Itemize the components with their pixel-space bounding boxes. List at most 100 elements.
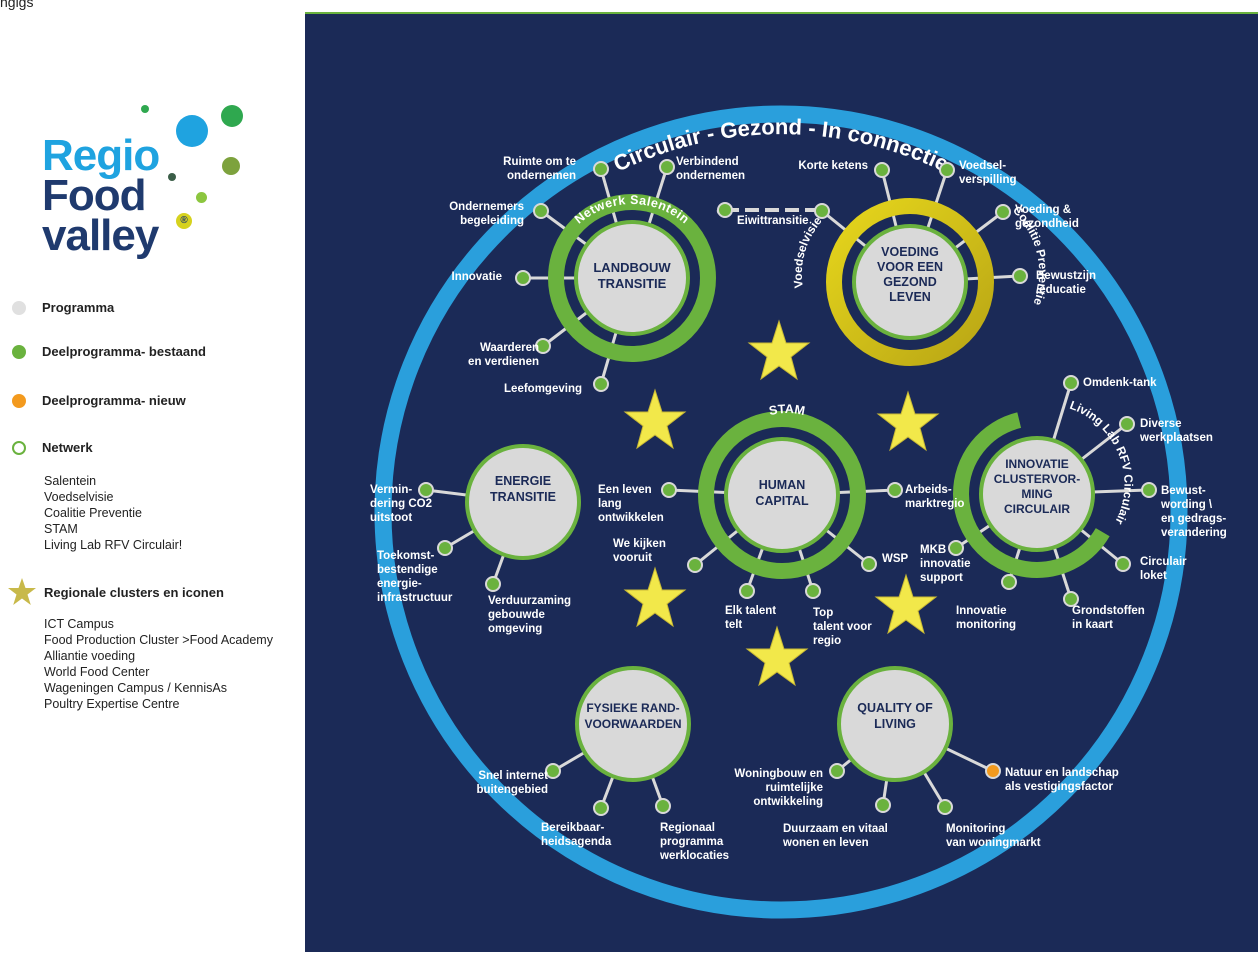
cluster-item: Wageningen Campus / KennisAs bbox=[44, 681, 227, 695]
node-dot bbox=[535, 338, 551, 354]
node-dot bbox=[814, 203, 830, 219]
deelprogramma-label-bewustwording: Bewust-wording \en gedrags-verandering bbox=[1160, 485, 1227, 539]
network-ring-living-lab bbox=[953, 410, 1121, 578]
programme-diagram: Circulair - Gezond - In connectie bbox=[305, 12, 1258, 952]
star-icon bbox=[8, 578, 36, 605]
legend-item-programma: Programma bbox=[12, 300, 114, 315]
programme-circle bbox=[575, 666, 691, 782]
node-dot bbox=[437, 540, 453, 556]
deelprogramma-label-bewustzijn: Bewustzijn/educatie bbox=[1036, 270, 1096, 296]
network-item: Voedselvisie bbox=[44, 490, 114, 504]
node-dot bbox=[1119, 416, 1135, 432]
network-item: Living Lab RFV Circulair! bbox=[44, 538, 183, 552]
node-dot bbox=[1012, 268, 1028, 284]
node-dot bbox=[937, 799, 953, 815]
legend-label: Netwerk bbox=[42, 440, 93, 455]
deelprogramma-label-voedsel: Voedsel-verspilling bbox=[959, 160, 1017, 186]
deelprogramma-label-arbeidsmarkt: Arbeids-marktregio bbox=[905, 484, 964, 510]
star-icon bbox=[747, 319, 811, 381]
star-icon bbox=[876, 390, 940, 452]
logo-dot bbox=[141, 105, 149, 113]
node-dot bbox=[593, 800, 609, 816]
legend-label: Deelprogramma- bestaand bbox=[42, 344, 206, 359]
deelprogramma-nodes bbox=[418, 159, 1157, 816]
node-dot bbox=[1063, 375, 1079, 391]
top-accent-line bbox=[305, 12, 1258, 14]
network-list: Salentein Voedselvisie Coalitie Preventi… bbox=[44, 473, 182, 553]
regional-cluster-stars bbox=[623, 319, 940, 687]
programme-fysieke-randvoorwaarden: FYSIEKE RAND-VOORWAARDEN bbox=[575, 666, 691, 782]
logo-dot bbox=[176, 115, 208, 147]
deelprogramma-label-voeding: Voeding &gezondheid bbox=[1015, 204, 1079, 230]
legend-item-deelprogramma-bestaand: Deelprogramma- bestaand bbox=[12, 344, 206, 359]
cluster-item: Poultry Expertise Centre bbox=[44, 697, 180, 711]
node-dot bbox=[659, 159, 675, 175]
node-dot bbox=[805, 583, 821, 599]
logo-dot bbox=[221, 105, 243, 127]
star-icon bbox=[745, 625, 809, 687]
network-ring-voedselvisie-coalitie bbox=[826, 198, 994, 366]
deelprogramma-label-wsp: WSP bbox=[882, 553, 909, 565]
legend-panel: ngigs Regio Food valley ® Programma Deel… bbox=[0, 0, 305, 952]
deelprogramma-bestaand-dot-icon bbox=[12, 344, 26, 359]
diagram-canvas: Circulair - Gezond - In connectie bbox=[305, 12, 1258, 952]
node-dot bbox=[1115, 556, 1131, 572]
node-dot bbox=[717, 202, 733, 218]
cluster-item: Alliantie voeding bbox=[44, 649, 136, 663]
node-dot bbox=[861, 556, 877, 572]
node-dot bbox=[874, 162, 890, 178]
programme-circle bbox=[979, 436, 1095, 552]
node-dot bbox=[593, 376, 609, 392]
logo-registered-badge: ® bbox=[176, 213, 192, 229]
node-dot bbox=[687, 557, 703, 573]
deelprogramma-label-omdenk: Omdenk-tank bbox=[1083, 377, 1157, 389]
cluster-list: ICT Campus Food Production Cluster >Food… bbox=[44, 616, 273, 712]
node-dot bbox=[948, 540, 964, 556]
logo-word-food: Food bbox=[42, 171, 147, 220]
programme-circle bbox=[837, 666, 953, 782]
programme-circle bbox=[574, 220, 690, 336]
network-item: Coalitie Preventie bbox=[44, 506, 142, 520]
node-dot bbox=[875, 797, 891, 813]
programme-circle bbox=[852, 224, 968, 340]
cluster-item: Food Production Cluster >Food Academy bbox=[44, 633, 273, 647]
node-dot bbox=[418, 482, 434, 498]
node-dot bbox=[887, 482, 903, 498]
regio-food-valley-logo: Regio Food valley ® bbox=[38, 100, 258, 270]
deelprogramma-label-leefomgeving: Leefomgeving bbox=[504, 383, 582, 395]
programme-circle bbox=[724, 437, 840, 553]
programma-dot-icon bbox=[12, 300, 26, 315]
outer-ring bbox=[374, 105, 1188, 919]
network-item: STAM bbox=[44, 522, 78, 536]
legend-item-deelprogramma-nieuw: Deelprogramma- nieuw bbox=[12, 393, 186, 408]
network-ring-stam bbox=[698, 411, 866, 579]
legend-item-clusters: Regionale clusters en iconen bbox=[6, 577, 224, 607]
logo-word-valley: valley bbox=[42, 211, 159, 260]
cluster-item: World Food Center bbox=[44, 665, 150, 679]
node-dot bbox=[939, 162, 955, 178]
